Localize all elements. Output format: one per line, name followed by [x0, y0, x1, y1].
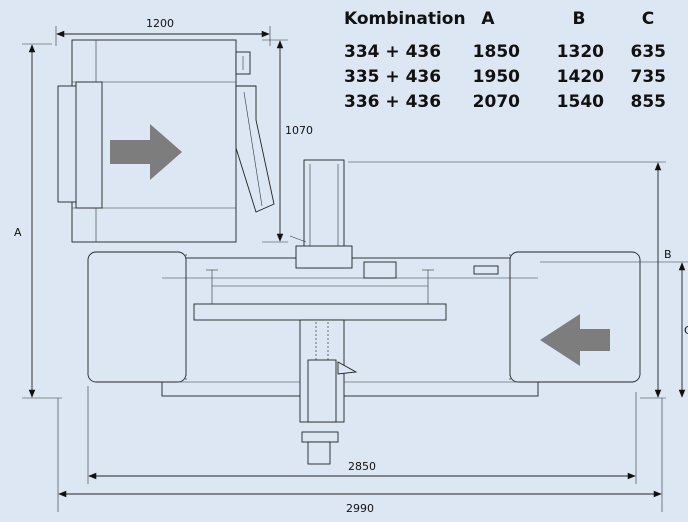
column-head [295, 245, 353, 269]
table-row-3-a: 2070 [473, 92, 520, 112]
dimension-label-1070: 1070 [285, 124, 313, 137]
dimension-label-1200: 1200 [146, 17, 174, 30]
table-row-1-a: 1850 [473, 42, 520, 62]
dimension-label-2850: 2850 [348, 460, 376, 473]
feed-direction-arrow-right [110, 124, 182, 180]
table-row-2-a: 1950 [473, 67, 520, 87]
dimension-1070: 1070 [262, 39, 313, 243]
table-header-c: C [642, 9, 654, 29]
table-row-3-combination: 336 + 436 [344, 92, 441, 112]
left-conveyor [87, 251, 187, 383]
top-left-machine [57, 39, 275, 243]
dimension-label-2990: 2990 [346, 502, 374, 515]
dimension-b: B [348, 161, 672, 399]
feed-direction-arrow-left [540, 314, 610, 366]
foot-block [307, 441, 331, 465]
table-header-a: A [481, 9, 495, 29]
bottom-machine [87, 159, 641, 465]
foot-plate [301, 431, 339, 443]
dimension-label-a: A [14, 226, 22, 239]
top-machine-left-rail [57, 85, 79, 203]
lower-column-inner [307, 359, 337, 423]
spec-table: Kombination A B C 334 + 436 1850 1320 63… [344, 9, 666, 112]
table-row-3-b: 1540 [557, 92, 604, 112]
table-row-1-b: 1320 [557, 42, 604, 62]
table-header-b: B [573, 9, 586, 29]
control-panel-2 [473, 265, 499, 275]
table-row-2-c: 735 [631, 67, 667, 87]
top-machine-left-block [75, 81, 103, 209]
dimension-1200: 1200 [55, 17, 271, 46]
top-machine-chute [235, 85, 275, 213]
bottom-machine-body [161, 257, 539, 397]
dimension-2850: 2850 [87, 386, 637, 484]
table-row-1-combination: 334 + 436 [344, 42, 441, 62]
side-lever [337, 361, 358, 375]
table-row-2-combination: 335 + 436 [344, 67, 441, 87]
dimension-a: A [14, 43, 62, 399]
dimension-c: C [540, 261, 688, 398]
dimension-label-b: B [664, 248, 672, 261]
dimension-2990: 2990 [57, 398, 663, 515]
crossbar [193, 303, 447, 321]
control-panel-1 [363, 261, 397, 279]
table-row-2-b: 1420 [557, 67, 604, 87]
table-header-combination: Kombination [344, 9, 466, 29]
dimension-label-c: C [684, 324, 688, 337]
table-row-1-c: 635 [631, 42, 667, 62]
table-row-3-c: 855 [631, 92, 667, 112]
